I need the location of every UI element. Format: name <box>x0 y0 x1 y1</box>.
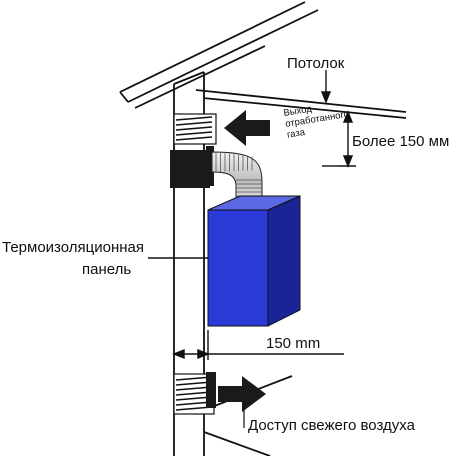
fresh-air-vent-grille <box>173 372 216 415</box>
clearance-side-label: 150 mm <box>266 335 320 352</box>
heater-side <box>267 195 301 327</box>
pipe-collar-wall <box>170 150 210 188</box>
insulation-label-line2: панель <box>82 261 131 278</box>
ceiling-label: Потолок <box>287 55 345 72</box>
grille-slat <box>175 131 213 136</box>
grille-slat <box>175 126 213 131</box>
clearance-top-label: Более 150 мм <box>352 133 449 150</box>
grille-slat <box>175 136 213 141</box>
ceiling-leader <box>320 70 332 104</box>
clearance-top-dimension <box>322 110 356 168</box>
grille-slat <box>175 121 213 126</box>
svg-text:Выход: Выход <box>283 104 313 119</box>
clearance-side-dimension <box>172 330 344 360</box>
gas-water-heater <box>207 195 301 327</box>
heater-front <box>207 209 269 327</box>
svg-text:газа: газа <box>286 127 306 141</box>
fresh-air-arrow <box>218 376 266 412</box>
roof <box>119 1 319 109</box>
fresh-air-label: Доступ свежего воздуха <box>248 417 416 434</box>
exhaust-arrow <box>224 110 270 146</box>
pipe-collar-exit <box>206 146 214 186</box>
ceiling-beam <box>195 89 407 119</box>
grille-slat <box>175 116 213 121</box>
exhaust-vent-grille <box>173 113 217 145</box>
insulation-label-line1: Термоизоляционная <box>2 239 144 256</box>
